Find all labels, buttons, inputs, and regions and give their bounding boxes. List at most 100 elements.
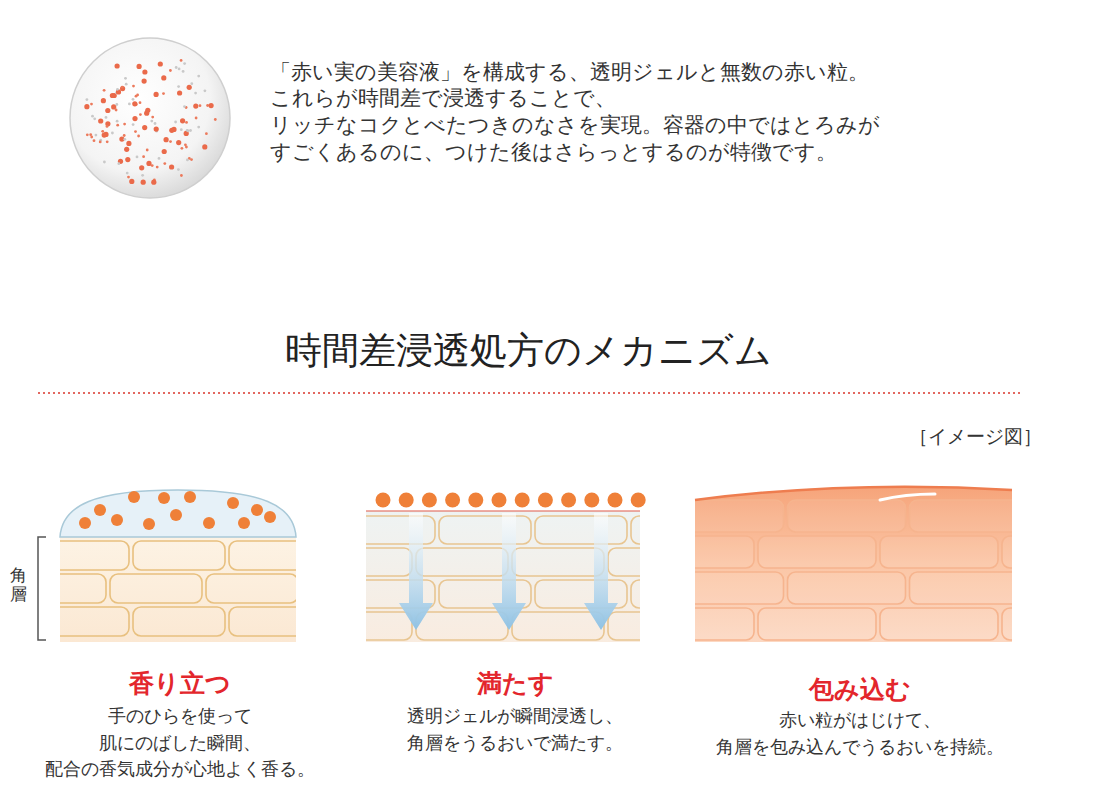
grain [128,103,131,106]
cell [366,612,412,640]
grain [90,136,93,139]
grain [214,118,217,121]
grain [183,105,186,108]
grain [115,63,120,68]
surface-line [366,510,640,511]
intro-text: すごくあるのに、つけた後はさらっとするのが特徴です。 [270,140,837,164]
grain [137,135,140,138]
grain [129,179,134,184]
grain [174,121,177,124]
grain [180,118,185,123]
grain [139,165,144,170]
cell [1002,536,1012,568]
cell [695,536,754,568]
step-heading: 香り立つ [129,670,231,699]
grain [399,493,414,508]
grain [194,92,197,95]
grain [162,92,165,95]
grain [631,493,646,508]
grain [116,88,119,91]
shine [880,494,935,500]
cell [366,516,435,544]
cell [910,500,1013,532]
title: 時間差浸透処方のメカニズム [285,330,772,373]
cell [631,516,640,544]
cells [60,541,296,636]
grain [106,125,109,128]
grain [111,132,114,135]
grain [186,159,189,162]
grain [141,180,146,185]
step-text: 手のひらを使って [108,706,252,727]
grain [158,157,161,160]
cell [695,500,784,532]
grain [199,104,202,107]
dotted-rule [38,392,1023,394]
cell [60,574,106,603]
skin-layer [366,511,640,642]
cell [631,580,640,608]
grain [197,75,200,78]
grain [139,101,142,104]
grain [445,493,460,508]
cell [788,500,906,532]
grain [175,66,178,69]
grain [101,98,106,103]
cell [535,516,627,544]
grain [151,180,156,185]
step-text: 角層をうるおいで満たす。 [407,733,623,754]
grain [115,109,118,112]
grain [132,116,137,121]
grain [126,141,131,146]
step-text: 配合の香気成分が心地よく香る。 [45,759,315,780]
grain [183,62,186,65]
grain [177,90,182,95]
grain [492,493,507,508]
grain [136,156,139,159]
grain [189,129,192,132]
cell [608,548,640,576]
grain [146,161,151,166]
grain [116,124,119,127]
grain [146,149,149,152]
cell [133,607,225,636]
grain [181,147,184,150]
grain [195,117,198,120]
grain [132,98,135,101]
cell [133,541,225,570]
grain [205,132,208,135]
grain [91,115,94,118]
cell [439,516,531,544]
step-text: 肌にのばした瞬間、 [99,733,261,754]
grain [121,86,124,89]
grain [127,176,130,179]
grain [376,493,391,508]
grain [141,174,144,177]
cell [110,574,202,603]
grain [162,149,167,154]
intro-text: 「赤い実の美容液」を構成する、透明ジェルと無数の赤い粒。 [270,60,869,84]
grain [126,172,129,175]
cell [910,572,1013,604]
grain [156,166,159,169]
grain [186,129,189,132]
grain [158,61,163,66]
grain [132,85,135,88]
grain [177,85,180,88]
grain [84,104,89,109]
grain [197,126,200,129]
grain [154,122,157,125]
grain [117,162,120,165]
grain [182,70,185,73]
intro-text: これらが時間差で浸透することで、 [270,86,616,110]
grain [142,69,147,74]
grain [204,89,207,92]
grain [125,157,130,162]
serum-drop [70,38,230,198]
grain [584,493,599,508]
grain [164,137,169,142]
cell [416,612,508,640]
layer-label: 角層 [10,566,27,603]
grain [90,103,93,106]
cell [695,572,784,604]
